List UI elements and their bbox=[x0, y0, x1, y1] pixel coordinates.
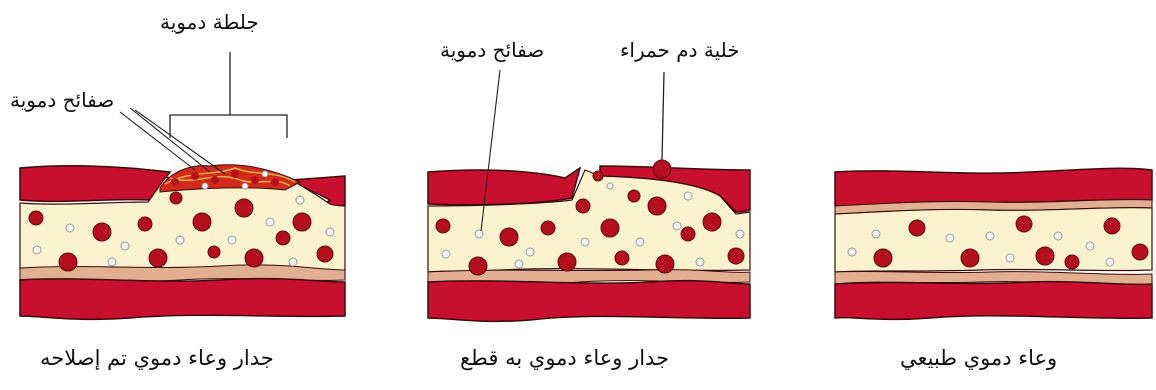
vessel-wall-top bbox=[20, 166, 170, 202]
blood-clot bbox=[160, 165, 300, 192]
caption-cut: جدار وعاء دموي به قطع bbox=[460, 346, 669, 370]
red-cell-pointer-line bbox=[662, 72, 664, 160]
vessel-wall-top bbox=[428, 168, 580, 205]
platelets-label-left: صفائح دموية bbox=[10, 88, 114, 112]
panel-cut-vessel bbox=[428, 70, 750, 321]
caption-normal: وعاء دموي طبيعي bbox=[900, 346, 1057, 370]
vessel-wall-bottom bbox=[20, 279, 345, 320]
platelet-pointer-lines bbox=[120, 108, 225, 174]
vessel-wall-bottom bbox=[428, 281, 750, 322]
caption-repaired: جدار وعاء دموي تم إصلاحه bbox=[40, 346, 274, 370]
platelets-label-mid: صفائح دموية bbox=[440, 38, 544, 62]
vessel-wall-bottom bbox=[835, 282, 1152, 320]
panel-normal-vessel bbox=[835, 168, 1152, 319]
escaping-red-cell bbox=[653, 160, 671, 178]
clot-label: جلطة دموية bbox=[160, 10, 259, 34]
clot-bracket bbox=[170, 52, 287, 138]
red-cell-label: خلية دم حمراء bbox=[620, 38, 740, 62]
